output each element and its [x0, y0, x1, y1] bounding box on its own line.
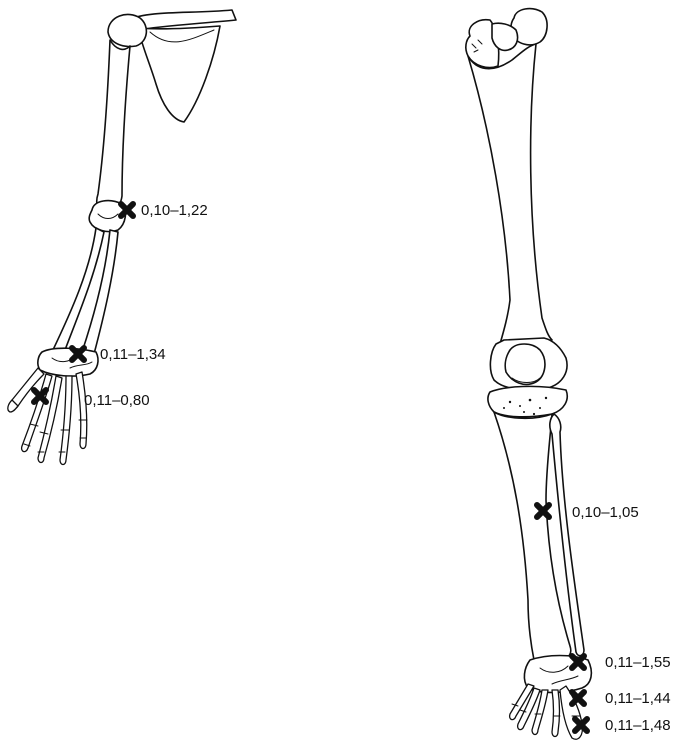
marker-leg-tibia	[537, 505, 549, 517]
label-arm-elbow: 0,10–1,22	[141, 203, 208, 218]
label-leg-tibia: 0,10–1,05	[572, 505, 639, 520]
femur	[468, 44, 552, 344]
scapula	[138, 26, 220, 122]
marker-leg-foot-upper	[572, 692, 584, 704]
finger-5	[76, 372, 87, 449]
label-arm-wrist: 0,11–1,34	[100, 347, 166, 362]
marker-arm-wrist	[72, 348, 84, 360]
label-leg-foot-upper: 0,11–1,44	[605, 691, 671, 706]
marker-leg-ankle	[572, 656, 584, 668]
leg-skeleton	[466, 9, 592, 740]
label-leg-foot-lower: 0,11–1,48	[605, 718, 671, 733]
humerus	[97, 40, 130, 213]
marker-arm-hand	[34, 390, 46, 402]
carpals	[38, 348, 98, 376]
femoral-neck	[492, 23, 518, 50]
marker-leg-foot-lower	[575, 719, 587, 731]
tibial-plateau	[488, 386, 567, 416]
label-leg-ankle: 0,11–1,55	[605, 655, 671, 670]
humeral-head	[108, 14, 146, 46]
marker-arm-elbow	[121, 204, 133, 216]
toe-2	[552, 690, 560, 737]
label-arm-hand: 0,11–0,80	[84, 393, 150, 408]
finger-4	[60, 376, 72, 465]
